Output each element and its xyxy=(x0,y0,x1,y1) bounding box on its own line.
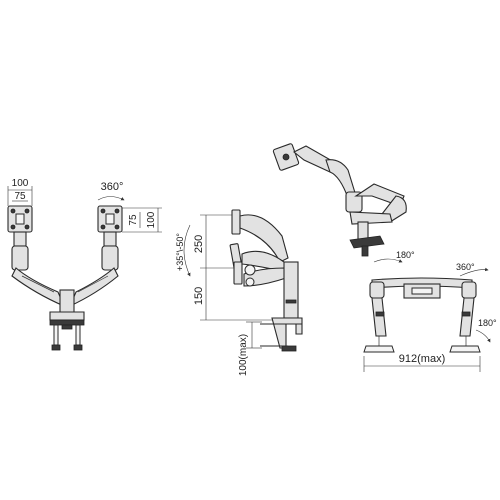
perspective-view xyxy=(272,143,407,257)
rear-view: 180° 360° 180° 912(max) xyxy=(363,250,497,372)
tilt-arrow xyxy=(183,224,191,277)
right-vesa-plate xyxy=(97,205,123,233)
height-upper-label: 250 xyxy=(193,235,205,253)
front-pole xyxy=(49,289,85,351)
tilt-label: +35°\-50° xyxy=(175,233,185,271)
front-top-dimensions: 100 75 xyxy=(7,178,33,206)
vesa-outer-label: 100 xyxy=(12,178,29,189)
vesa-inner-label: 75 xyxy=(14,191,26,202)
front-rotation: 360° xyxy=(97,181,125,201)
front-side-dimensions: 75 100 xyxy=(122,207,162,233)
left-vesa-plate xyxy=(7,205,33,233)
front-view: 100 75 360° 75 100 xyxy=(7,178,162,351)
rotation-label: 360° xyxy=(101,181,124,193)
rear-rotation-label: 360° xyxy=(456,262,475,272)
base-swivel-label: 180° xyxy=(478,318,497,328)
right-arm xyxy=(68,231,119,308)
span-label: 912(max) xyxy=(399,353,445,365)
swivel-label: 180° xyxy=(396,250,415,260)
side-view: +35°\-50° 250 150 100(max) xyxy=(175,209,303,376)
swivel-arrow xyxy=(373,258,403,263)
desk-thickness-label: 100(max) xyxy=(238,334,249,376)
height-lower-label: 150 xyxy=(193,287,205,305)
side-outer-label: 100 xyxy=(146,211,157,228)
left-arm xyxy=(11,231,66,308)
side-inner-label: 75 xyxy=(128,214,139,226)
